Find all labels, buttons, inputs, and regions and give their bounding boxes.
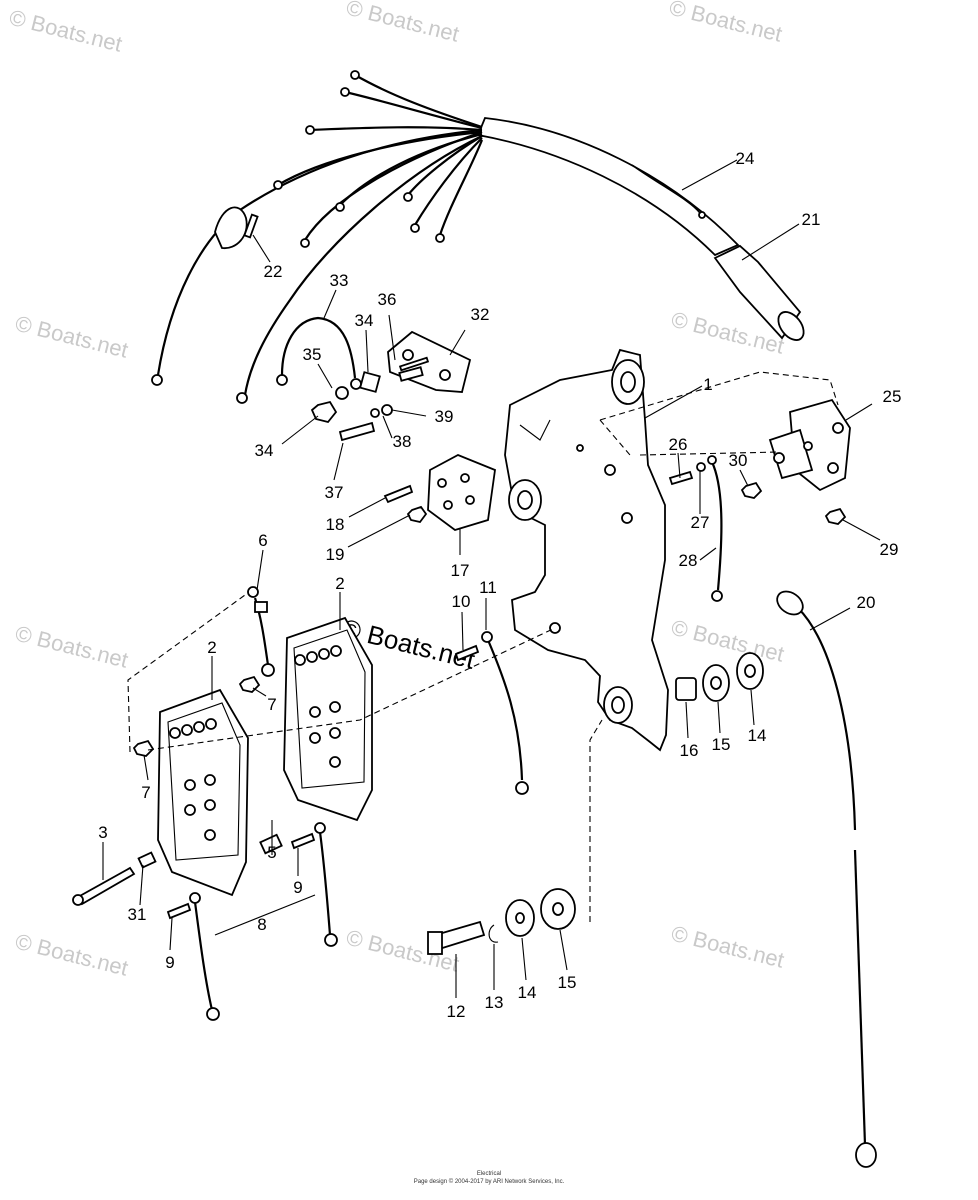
callout-15-bottom: 15: [558, 973, 577, 992]
dashed-guides: [127, 371, 839, 922]
callout-2-right: 2: [335, 574, 344, 593]
callout-17: 17: [451, 561, 470, 580]
callout-19: 19: [326, 545, 345, 564]
ground-strap-6: [247, 586, 275, 677]
hardware-nuts-washers: [310, 356, 430, 442]
callouts: 1 2 2 3 5 6 7 7 8 9 9 10 11 12 13 14 15 …: [98, 149, 901, 1021]
callout-27: 27: [691, 513, 710, 532]
callout-18: 18: [326, 515, 345, 534]
callout-21: 21: [802, 210, 821, 229]
callout-28: 28: [679, 551, 698, 570]
callout-11: 11: [479, 578, 497, 597]
callout-22: 22: [264, 262, 283, 281]
callout-9-right: 9: [293, 878, 302, 897]
callout-32: 32: [471, 305, 490, 324]
callout-26: 26: [669, 435, 688, 454]
watermark-1: © Boats.net: [7, 5, 125, 57]
callout-30: 30: [729, 451, 748, 470]
callout-25: 25: [883, 387, 902, 406]
callout-24: 24: [736, 149, 755, 168]
callout-8: 8: [257, 915, 266, 934]
callout-39: 39: [435, 407, 454, 426]
callout-34-top: 34: [355, 311, 374, 330]
callout-13: 13: [485, 993, 504, 1012]
watermark-4: © Boats.net: [13, 311, 131, 363]
watermark-7: © Boats.net: [669, 615, 787, 667]
footer-copyright: Page design © 2004-2017 by ARI Network S…: [414, 1178, 565, 1185]
switch-box-left: [157, 688, 249, 897]
callout-33: 33: [330, 271, 349, 290]
callout-14-bottom: 14: [518, 983, 537, 1002]
mount-hardware: [427, 888, 576, 955]
callout-38: 38: [393, 432, 412, 451]
watermark-8: © Boats.net: [13, 929, 131, 981]
mounting-bracket-1: [504, 348, 669, 752]
callout-3: 3: [98, 823, 107, 842]
callout-15-right: 15: [712, 735, 731, 754]
callout-7-right: 7: [267, 695, 276, 714]
callout-5: 5: [267, 843, 276, 862]
callout-37: 37: [325, 483, 344, 502]
callout-1: 1: [703, 375, 712, 394]
bushing-hardware: [675, 652, 764, 702]
ground-wires-8: [166, 822, 338, 1021]
rectifier-17: [383, 454, 496, 531]
callout-6: 6: [258, 531, 267, 550]
ground-wire-11: [454, 631, 529, 795]
callout-7-left: 7: [141, 783, 150, 802]
callout-14-right: 14: [748, 726, 767, 745]
callout-35: 35: [303, 345, 322, 364]
callout-12: 12: [447, 1002, 466, 1021]
watermark-3: © Boats.net: [667, 0, 785, 47]
battery-cable-20: [776, 590, 877, 1168]
solenoid-25: [668, 398, 851, 602]
callout-20: 20: [857, 593, 876, 612]
fasteners-left: [72, 675, 283, 906]
callout-31: 31: [128, 905, 147, 924]
leader-lines: [102, 159, 881, 998]
wire-24: [631, 164, 701, 214]
wiring-harness: [151, 70, 805, 404]
callout-16: 16: [680, 741, 699, 760]
watermark-10: © Boats.net: [669, 921, 787, 973]
callout-36: 36: [378, 290, 397, 309]
callout-9-left: 9: [165, 953, 174, 972]
switch-box-right: [283, 616, 373, 822]
watermark-6: © Boats.net: [13, 621, 131, 673]
footer-section: Electrical: [477, 1171, 501, 1177]
callout-34-left: 34: [255, 441, 274, 460]
callout-2-left: 2: [207, 638, 216, 657]
callout-10: 10: [452, 592, 471, 611]
callout-29: 29: [880, 540, 899, 559]
watermark-2: © Boats.net: [344, 0, 462, 47]
